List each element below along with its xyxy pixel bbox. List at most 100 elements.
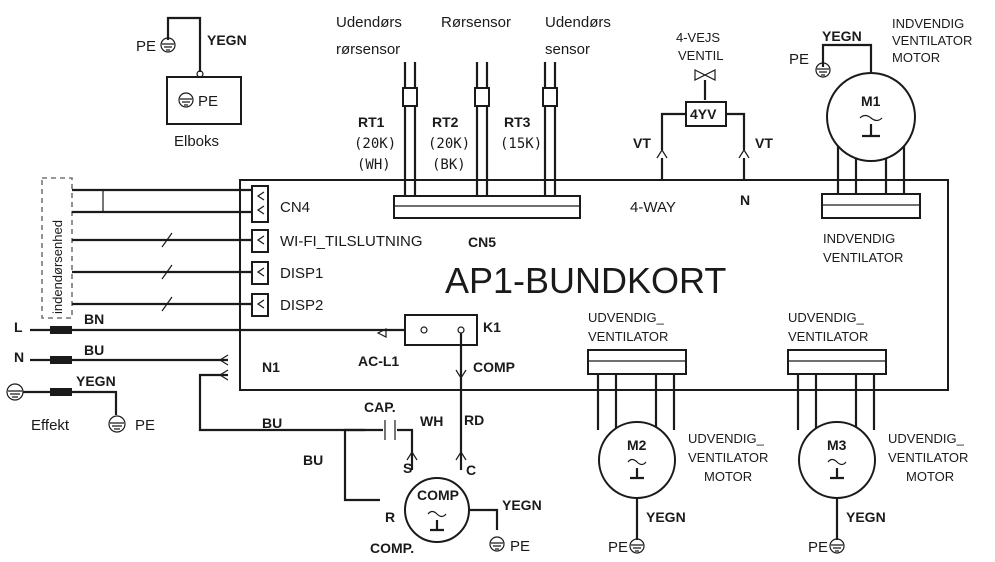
relay-k1: K1 AC-L1 COMP bbox=[358, 314, 515, 380]
connector-disp1-label: DISP1 bbox=[280, 265, 323, 282]
compressor: CAP. WH RD BU BU S C R COMP YEGN PE COMP… bbox=[262, 380, 542, 556]
thermistor-icon bbox=[474, 87, 490, 107]
motor-m1-id: M1 bbox=[861, 93, 881, 109]
left-wires bbox=[72, 188, 252, 312]
ground-symbol-icon bbox=[489, 536, 505, 552]
indoor-motor-line2: VENTILATOR bbox=[892, 33, 972, 48]
relay-comp: COMP bbox=[473, 359, 515, 375]
connector-n1-label: N1 bbox=[262, 359, 280, 375]
comp-bu-top: BU bbox=[262, 415, 282, 431]
outdoor-fan-1: UDVENDIG_ VENTILATOR M2 YEGN PE UDVENDIG… bbox=[587, 310, 768, 556]
outdoor1-board-line2: VENTILATOR bbox=[588, 329, 668, 344]
valve-board-label: 4-WAY bbox=[630, 199, 676, 216]
power-bn: BN bbox=[84, 311, 104, 327]
comp-wh: WH bbox=[420, 413, 443, 429]
indoor-motor-yegn: YEGN bbox=[822, 28, 862, 44]
sensor-rt2-value: (20K) bbox=[428, 136, 470, 152]
comp-pe: PE bbox=[510, 538, 530, 555]
connector-wifi: WI-FI_TILSLUTNING bbox=[251, 229, 423, 253]
relay-acl1: AC-L1 bbox=[358, 353, 399, 369]
comp-yegn: YEGN bbox=[502, 497, 542, 513]
motor-m2-icon bbox=[598, 421, 676, 499]
sensor-rt3-line2: sensor bbox=[545, 41, 590, 58]
ground-symbol-icon bbox=[829, 538, 845, 554]
connector-n1: N1 bbox=[198, 354, 365, 432]
indoor-fan-connector bbox=[821, 193, 921, 219]
sensor-rt3-id: RT3 bbox=[504, 114, 531, 130]
outdoor2-motor-line3: MOTOR bbox=[906, 469, 954, 484]
elbox-pe-inner: PE bbox=[198, 93, 218, 110]
outdoor2-connector bbox=[787, 349, 887, 375]
outdoor2-pe: PE bbox=[808, 539, 828, 556]
connector-disp1: DISP1 bbox=[251, 261, 323, 285]
indoor-motor-line1: INDVENDIG bbox=[892, 16, 964, 31]
connector-disp2-label: DISP2 bbox=[280, 297, 323, 314]
outdoor-fan-2: UDVENDIG_ VENTILATOR M3 YEGN PE UDVENDIG… bbox=[787, 310, 968, 556]
outdoor1-motor-line3: MOTOR bbox=[704, 469, 752, 484]
valve-line2: VENTIL bbox=[678, 48, 724, 63]
ground-symbol-icon bbox=[815, 62, 831, 78]
relay-k1-label: K1 bbox=[483, 319, 501, 335]
indoor-unit-box bbox=[41, 177, 73, 319]
sensor-rt1-line2: rørsensor bbox=[336, 41, 400, 58]
thermistor-icon bbox=[402, 87, 418, 107]
outdoor1-pe: PE bbox=[608, 539, 628, 556]
comp-s: S bbox=[403, 460, 412, 476]
sensor-rt2: Rørsensor RT2 (20K) (BK) bbox=[428, 14, 511, 196]
connector-cn5-label: CN5 bbox=[468, 234, 496, 250]
elbox-pe-top: PE bbox=[136, 38, 156, 55]
valve-vt-right: VT bbox=[755, 135, 773, 151]
sensor-rt3: Udendørs sensor RT3 (15K) bbox=[500, 14, 611, 196]
motor-m1-icon bbox=[826, 72, 916, 162]
valve-vt-left: VT bbox=[633, 135, 651, 151]
valve-line1: 4-VEJS bbox=[676, 30, 720, 45]
outdoor1-yegn: YEGN bbox=[646, 509, 686, 525]
outdoor1-board-line1: UDVENDIG_ bbox=[588, 310, 665, 325]
connector-wifi-label: WI-FI_TILSLUTNING bbox=[280, 233, 423, 250]
sensor-rt1-color: (WH) bbox=[357, 157, 391, 173]
connector-cn4: CN4 bbox=[251, 185, 310, 223]
comp-r: R bbox=[385, 509, 395, 525]
indoor-board-line1: INDVENDIG bbox=[823, 231, 895, 246]
sensor-rt1-id: RT1 bbox=[358, 114, 385, 130]
outdoor2-motor-line2: VENTILATOR bbox=[888, 450, 968, 465]
comp-bu-left: BU bbox=[303, 452, 323, 468]
connector-cn4-label: CN4 bbox=[280, 199, 310, 216]
sensor-rt2-id: RT2 bbox=[432, 114, 459, 130]
outdoor2-yegn: YEGN bbox=[846, 509, 886, 525]
motor-m3-id: M3 bbox=[827, 437, 847, 453]
sensor-rt2-line1: Rørsensor bbox=[441, 14, 511, 31]
indoor-motor-pe: PE bbox=[789, 51, 809, 68]
valve-n: N bbox=[740, 192, 750, 208]
power-label: Effekt bbox=[31, 417, 70, 434]
comp-rd: RD bbox=[464, 412, 484, 428]
power-pe: PE bbox=[135, 417, 155, 434]
power-bu: BU bbox=[84, 342, 104, 358]
elbox: PE YEGN PE Elboks bbox=[136, 16, 247, 150]
valve-icon bbox=[694, 69, 716, 81]
comp-label: COMP bbox=[417, 487, 459, 503]
connector-cn5: CN5 bbox=[393, 195, 581, 250]
elbox-label: Elboks bbox=[174, 133, 219, 150]
valve-code: 4YV bbox=[690, 106, 717, 122]
comp-comp-label: COMP. bbox=[370, 540, 414, 556]
ground-symbol-icon bbox=[178, 92, 194, 108]
sensor-rt3-value: (15K) bbox=[500, 136, 542, 152]
sensor-rt3-line1: Udendørs bbox=[545, 14, 611, 31]
power-n: N bbox=[14, 349, 24, 365]
ground-symbol-icon bbox=[108, 415, 126, 433]
indoor-fan-motor: INDVENDIG VENTILATOR MOTOR YEGN PE M1 IN… bbox=[789, 16, 972, 265]
motor-m2-id: M2 bbox=[627, 437, 647, 453]
sensor-rt1: Udendørs rørsensor RT1 (20K) (WH) bbox=[336, 14, 418, 196]
outdoor2-board-line1: UDVENDIG_ bbox=[788, 310, 865, 325]
four-way-valve: 4-VEJS VENTIL 4YV VT VT N 4-WAY bbox=[630, 30, 773, 216]
indoor-motor-line3: MOTOR bbox=[892, 50, 940, 65]
indoor-board-line2: VENTILATOR bbox=[823, 250, 903, 265]
ground-symbol-icon bbox=[160, 37, 176, 53]
connector-disp2: DISP2 bbox=[251, 293, 323, 317]
outdoor2-board-line2: VENTILATOR bbox=[788, 329, 868, 344]
indoor-unit-label: indendørsenhed bbox=[50, 220, 65, 314]
outdoor1-motor-line2: VENTILATOR bbox=[688, 450, 768, 465]
power-input: L N BN BU YEGN Effekt PE bbox=[6, 311, 418, 434]
